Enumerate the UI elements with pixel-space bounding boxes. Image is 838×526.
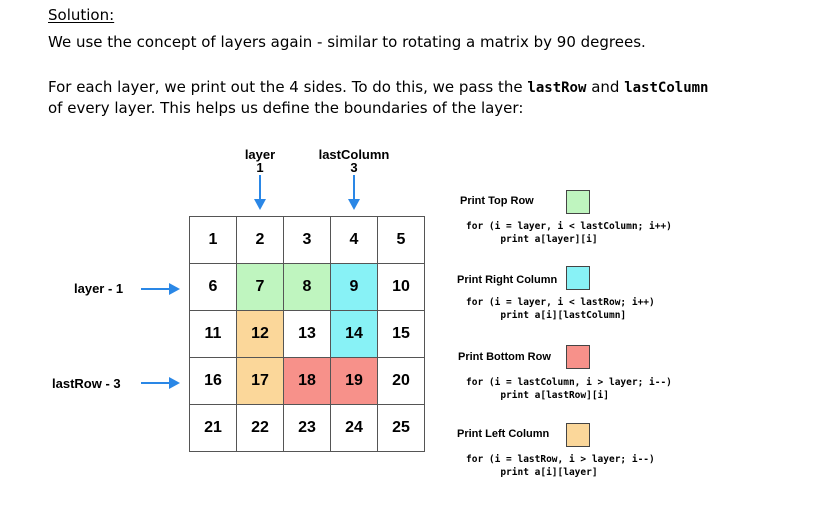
matrix-cell: 5 [378,217,425,264]
lastcolumn-down-arrow-icon [348,175,360,210]
step-code-block: for (i = lastColumn, i > layer; i--) pri… [466,376,672,402]
matrix-cell: 17 [237,358,284,405]
step-code-block: for (i = lastRow, i > layer; i--) print … [466,453,655,479]
matrix-cell: 19 [331,358,378,405]
layer-row-right-arrow-icon [141,283,180,295]
matrix-cell: 14 [331,311,378,358]
step-title: Print Top Row [460,195,534,207]
lastcolumn-pointer-value: 3 [350,160,358,175]
matrix-cell: 13 [284,311,331,358]
explanation-line-2: of every layer. This helps us define the… [48,99,524,117]
matrix-cell: 7 [237,264,284,311]
intro-paragraph: We use the concept of layers again - sim… [48,33,646,51]
lastrow-row-label: lastRow - 3 [52,376,121,391]
matrix-cell: 23 [284,405,331,452]
matrix-cell: 24 [331,405,378,452]
code-line: print a[i][lastColumn] [466,310,627,321]
layer-pointer-label: layer 1 [232,148,288,174]
layer-row-label: layer - 1 [74,281,124,296]
matrix-cell: 1 [190,217,237,264]
matrix-cell: 11 [190,311,237,358]
code-lastrow: lastRow [527,80,587,96]
step-color-swatch [566,266,590,290]
code-lastcolumn: lastColumn [624,80,709,96]
step-color-swatch [566,423,590,447]
code-line: for (i = layer, i < lastColumn; i++) [466,221,672,232]
code-line: for (i = lastRow, i > layer; i--) [466,454,655,465]
step-color-swatch [566,190,590,214]
matrix-cell: 25 [378,405,425,452]
matrix-cell: 22 [237,405,284,452]
code-line: for (i = lastColumn, i > layer; i--) [466,377,672,388]
matrix-cell: 4 [331,217,378,264]
step-title: Print Right Column [457,274,558,286]
layer-pointer-value: 1 [256,160,264,175]
lastcolumn-pointer-name: lastColumn [318,147,390,162]
code-line: print a[i][layer] [466,467,598,478]
lastrow-row-right-arrow-icon [141,377,180,389]
matrix-cell: 18 [284,358,331,405]
layer-pointer-name: layer [244,147,276,162]
matrix-cell: 20 [378,358,425,405]
solution-heading: Solution: [48,6,115,24]
code-line: print a[lastRow][i] [466,390,609,401]
matrix-cell: 15 [378,311,425,358]
step-color-swatch [566,345,590,369]
explanation-text-1: For each layer, we print out the 4 sides… [48,78,528,96]
matrix-cell: 10 [378,264,425,311]
matrix-cell: 6 [190,264,237,311]
step-code-block: for (i = layer, i < lastRow; i++) print … [466,296,655,322]
matrix-cell: 8 [284,264,331,311]
layer-down-arrow-icon [254,175,266,210]
step-title: Print Left Column [457,428,550,440]
lastcolumn-pointer-label: lastColumn 3 [311,148,397,174]
code-line: print a[layer][i] [466,234,598,245]
explanation-text-2: and [586,78,625,96]
matrix-cell: 2 [237,217,284,264]
step-code-block: for (i = layer, i < lastColumn; i++) pri… [466,220,672,246]
matrix-cell: 9 [331,264,378,311]
step-title: Print Bottom Row [458,351,551,363]
matrix-cell: 12 [237,311,284,358]
matrix-cell: 3 [284,217,331,264]
explanation-line-1: For each layer, we print out the 4 sides… [48,78,708,96]
matrix-cell: 21 [190,405,237,452]
matrix-cell: 16 [190,358,237,405]
code-line: for (i = layer, i < lastRow; i++) [466,297,655,308]
